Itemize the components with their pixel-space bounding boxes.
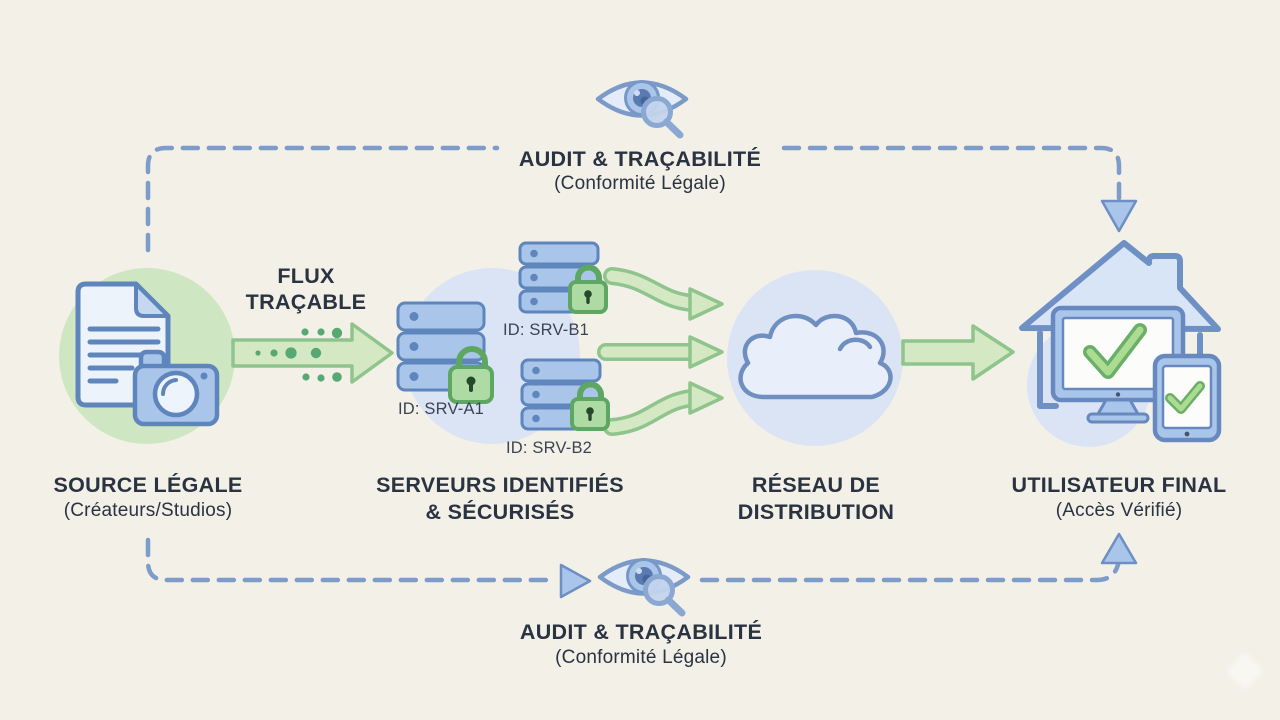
server-id-a1: ID: SRV-A1 xyxy=(397,400,485,418)
source-subtitle: (Créateurs/Studios) xyxy=(63,500,233,521)
arrowhead-up-icon xyxy=(1100,532,1138,565)
house-icon xyxy=(1019,240,1222,443)
arrowhead-down-icon xyxy=(1100,199,1138,233)
source-title: SOURCE LÉGALE xyxy=(53,473,243,497)
cloud-icon xyxy=(738,313,893,400)
lock-icon-b2 xyxy=(570,381,610,431)
server-id-b2: ID: SRV-B2 xyxy=(505,439,593,457)
lock-icon-b1 xyxy=(568,264,608,314)
eye-audit-icon-bottom xyxy=(597,558,691,617)
checkmark-icon-tablet xyxy=(1165,381,1205,414)
dashed-audit-path-bottom-right xyxy=(699,557,1122,583)
dashed-audit-path-top-right xyxy=(781,145,1122,201)
dashed-audit-path-bottom-left xyxy=(145,537,555,583)
audit-bottom-title: AUDIT & TRAÇABILITÉ xyxy=(519,620,763,644)
monitor-icon xyxy=(1050,305,1186,424)
network-to-user-arrow xyxy=(901,324,1015,381)
flow-label-line1: FLUX xyxy=(277,264,335,288)
tablet-icon xyxy=(1152,353,1222,443)
user-subtitle: (Accès Vérifié) xyxy=(1055,500,1183,521)
trace-dots xyxy=(255,327,343,382)
network-title-line2: DISTRIBUTION xyxy=(737,500,895,524)
servers-to-network-arrows xyxy=(597,267,724,436)
user-title: UTILISATEUR FINAL xyxy=(1011,473,1227,497)
magnifier-icon xyxy=(643,574,686,617)
server-id-b1: ID: SRV-B1 xyxy=(502,321,590,339)
magnifier-icon xyxy=(641,96,684,139)
dashed-audit-path-top-left xyxy=(145,145,500,253)
servers-title-line2: & SÉCURISÉS xyxy=(425,500,575,524)
audit-bottom-subtitle: (Conformité Légale) xyxy=(555,647,727,668)
network-title-line1: RÉSEAU DE xyxy=(751,473,881,497)
camera-icon xyxy=(132,349,220,427)
eye-audit-icon-top xyxy=(595,80,689,139)
audit-top-subtitle: (Conformité Légale) xyxy=(554,173,726,194)
source-media-icon xyxy=(75,281,220,427)
flow-label-line2: TRAÇABLE xyxy=(245,290,367,314)
lock-icon-a1 xyxy=(448,346,494,404)
server-cluster-icon xyxy=(396,241,610,431)
servers-title-line1: SERVEURS IDENTIFIÉS xyxy=(376,473,624,497)
arrowhead-right-icon xyxy=(559,563,592,599)
checkmark-icon-monitor xyxy=(1083,323,1147,379)
audit-top-title: AUDIT & TRAÇABILITÉ xyxy=(518,147,762,171)
